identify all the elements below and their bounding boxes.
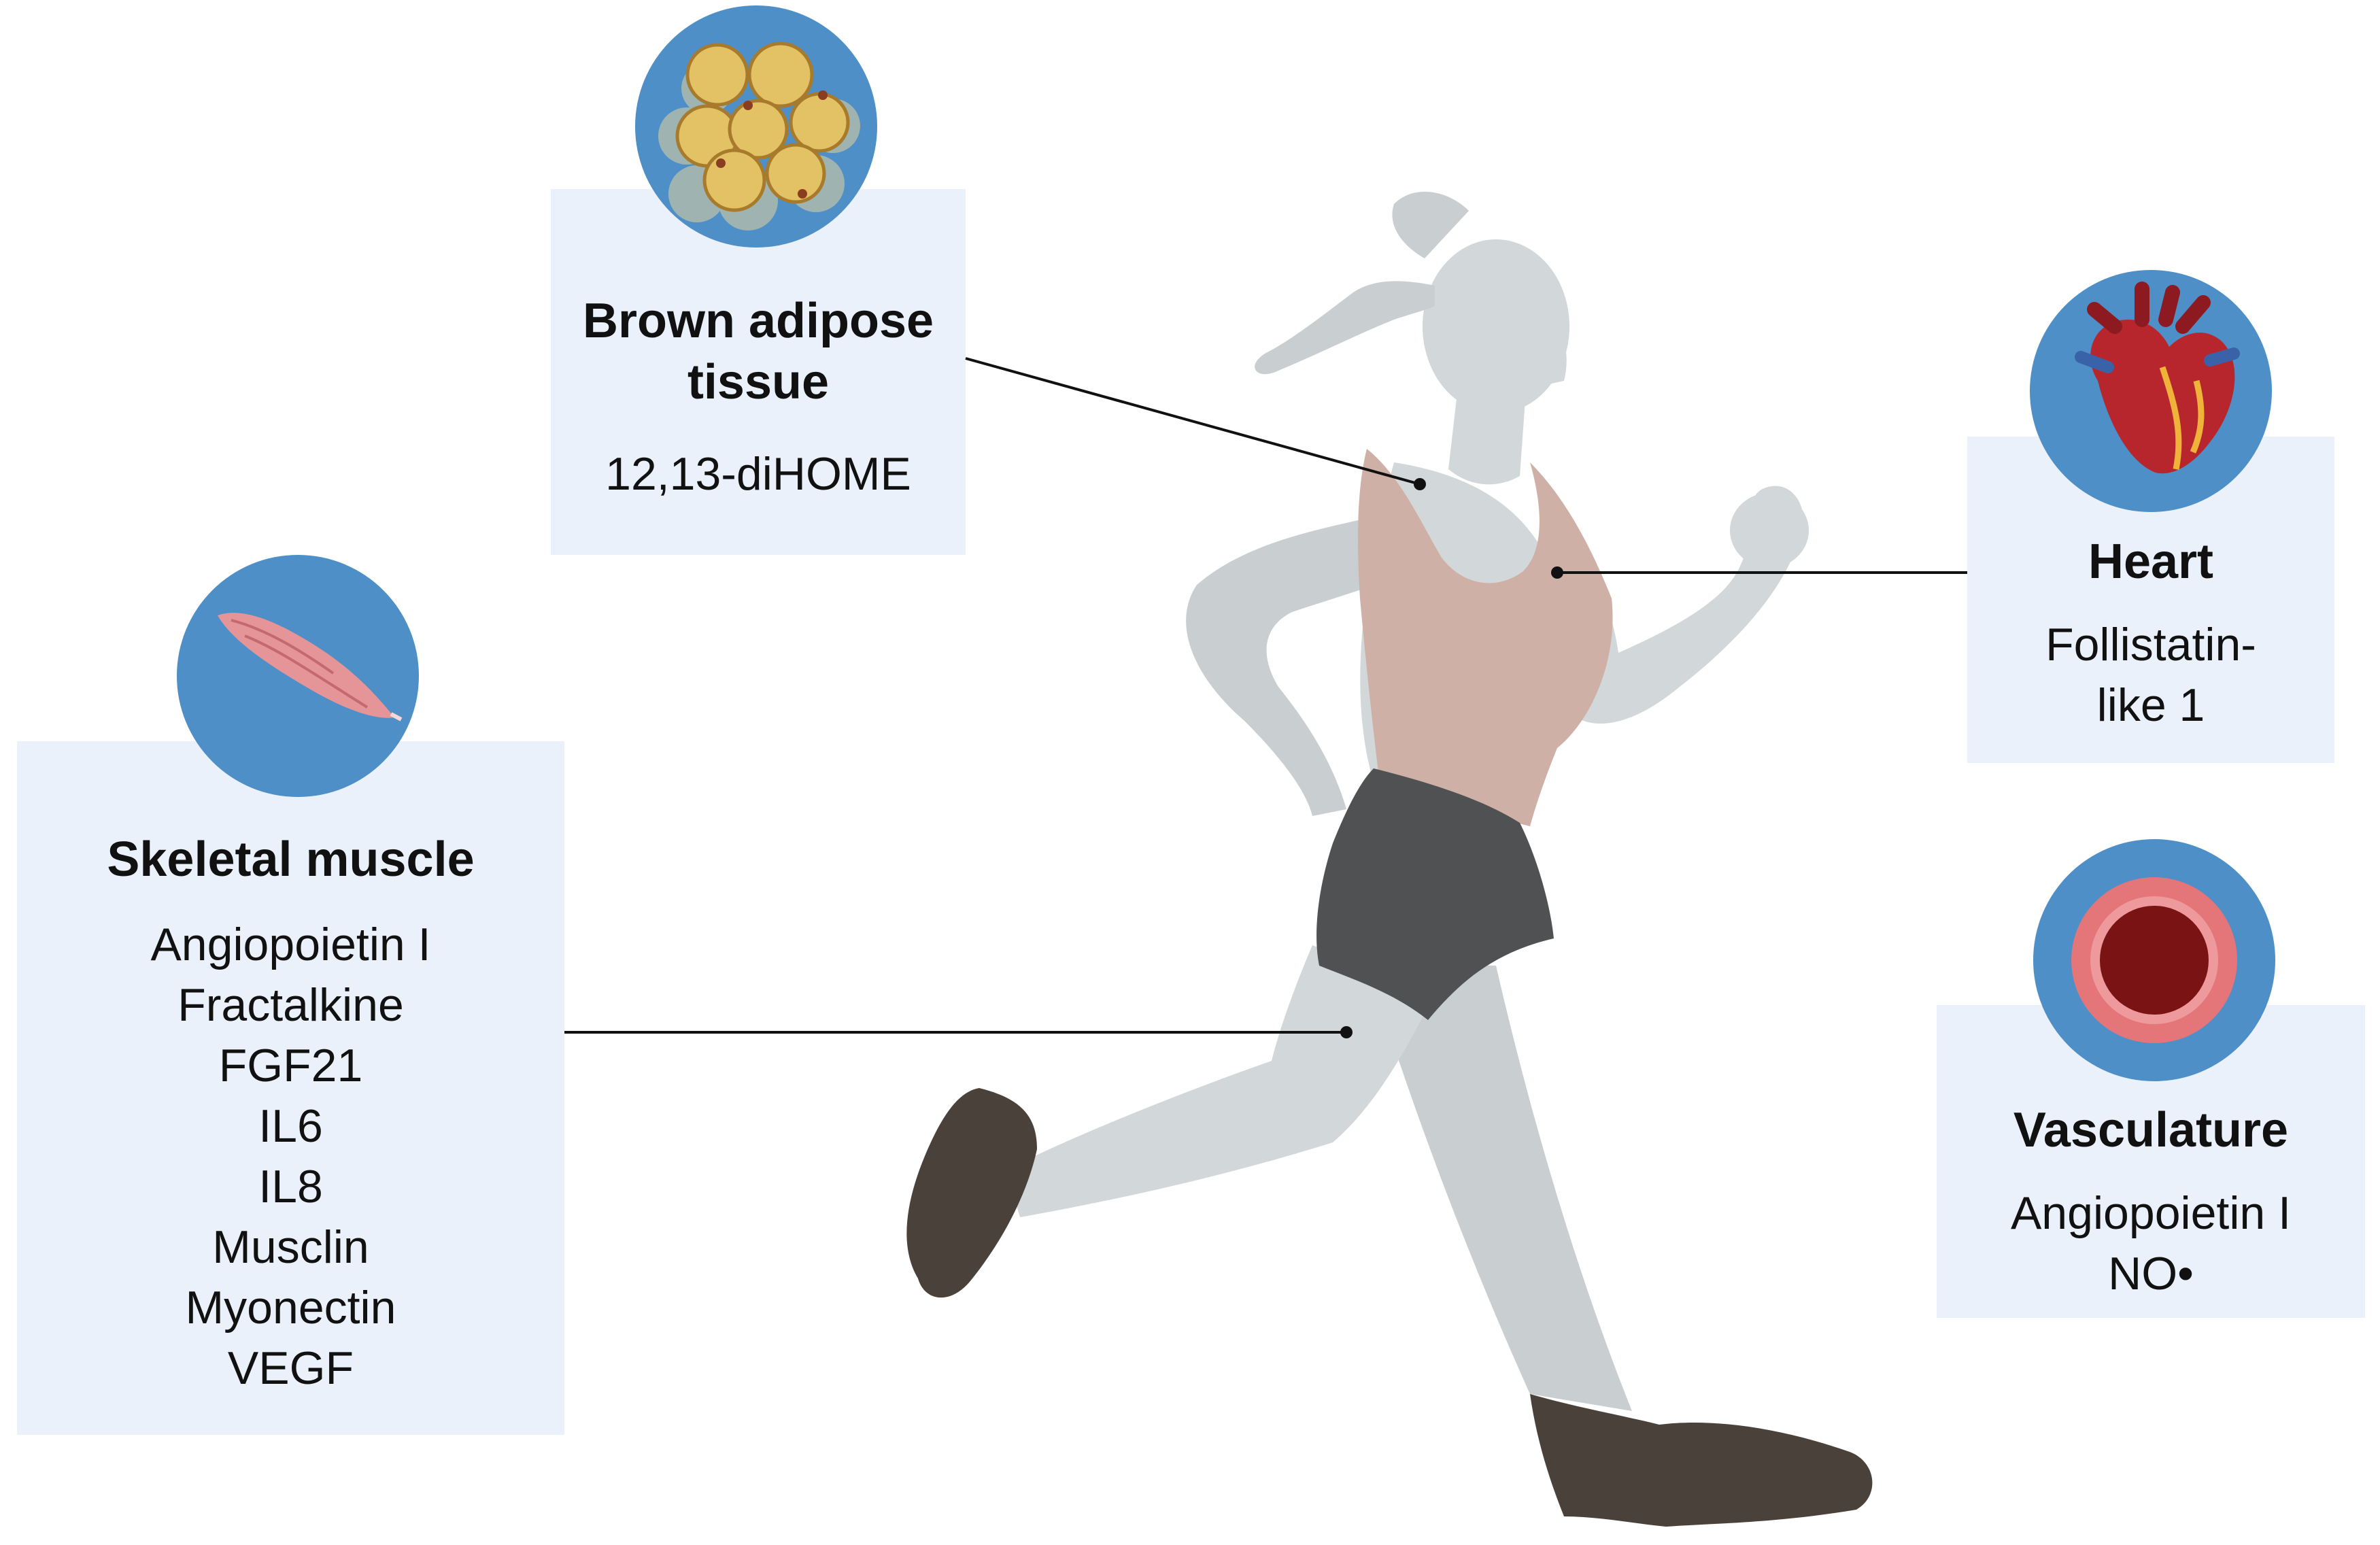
running-woman-icon [906, 191, 1873, 1527]
blood-vessel-icon [2033, 839, 2275, 1081]
heart-icon [2030, 270, 2272, 512]
vasculature-panel: Vasculature Angiopoietin I NO• [1937, 1005, 2365, 1318]
heart-list: Follistatin- like 1 [1967, 615, 2334, 736]
brown-adipose-title-line2: tissue [687, 355, 830, 409]
list-item: IL6 [258, 1100, 323, 1152]
list-item: Angiopoietin I [2010, 1187, 2292, 1239]
brown-adipose-list: 12,13-diHOME [551, 444, 966, 505]
list-item: like 1 [2096, 679, 2205, 731]
muscle-fiber-icon [177, 555, 419, 797]
list-item: 12,13-diHOME [605, 448, 911, 500]
list-item: Follistatin- [2045, 619, 2256, 670]
heart-connector-dot [1551, 566, 1563, 579]
skeletal-muscle-connector-dot [1340, 1026, 1353, 1038]
adipocyte-cluster-icon [635, 5, 877, 248]
list-item: Myonectin [185, 1282, 396, 1334]
list-item: Fractalkine [177, 979, 404, 1031]
brown-adipose-title-line1: Brown adipose [582, 294, 934, 348]
list-item: Angiopoietin I [150, 919, 431, 970]
list-item: IL8 [258, 1161, 323, 1212]
connector-lines [564, 357, 1967, 1034]
heart-title: Heart [2088, 534, 2214, 589]
brown-adipose-connector-dot [1414, 478, 1426, 490]
vasculature-list: Angiopoietin I NO• [1937, 1183, 2365, 1304]
brown-adipose-connector [965, 357, 1421, 486]
list-item: VEGF [227, 1342, 354, 1394]
list-item: NO• [2108, 1248, 2194, 1300]
skeletal-muscle-list: Angiopoietin I Fractalkine FGF21 IL6 IL8… [17, 915, 564, 1399]
list-item: FGF21 [218, 1040, 363, 1091]
vasculature-title: Vasculature [2013, 1103, 2289, 1157]
list-item: Musclin [212, 1221, 369, 1273]
brown-adipose-panel: Brown adipose tissue 12,13-diHOME [551, 189, 966, 555]
skeletal-muscle-panel: Skeletal muscle Angiopoietin I Fractalki… [17, 741, 564, 1435]
skeletal-muscle-title: Skeletal muscle [107, 832, 475, 887]
